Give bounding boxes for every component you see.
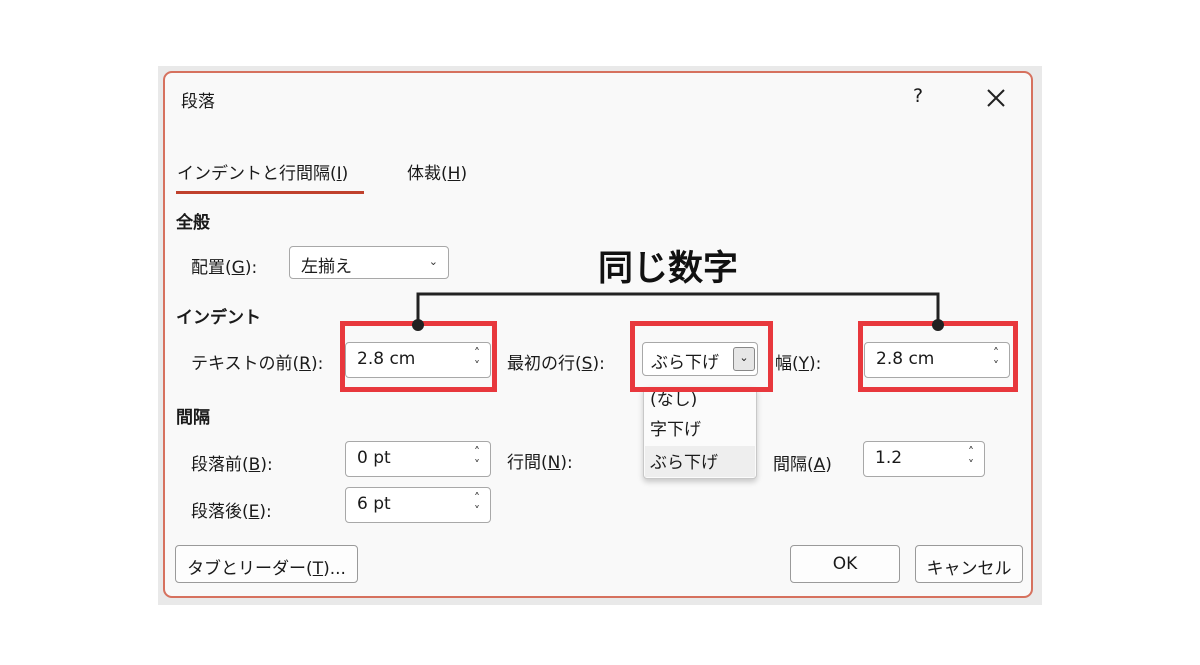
first-line-value: ぶら下げ bbox=[651, 353, 719, 373]
spin-arrows-icon[interactable]: ˄˅ bbox=[474, 445, 480, 472]
first-line-select[interactable]: ぶら下げ ⌄ bbox=[642, 342, 758, 376]
alignment-label: 配置(G): bbox=[191, 258, 258, 278]
active-tab-indicator bbox=[176, 191, 364, 194]
spacing-after-label: 段落後(E): bbox=[191, 502, 272, 522]
spin-arrows-icon[interactable]: ˄˅ bbox=[474, 346, 480, 373]
spin-arrows-icon[interactable]: ˄˅ bbox=[968, 445, 974, 472]
tabs-leader-button[interactable]: タブとリーダー(T)... bbox=[175, 545, 358, 583]
chevron-down-icon: ⌄ bbox=[428, 255, 438, 268]
width-input[interactable]: 2.8 cm ˄˅ bbox=[864, 342, 1010, 378]
spacing-after-input[interactable]: 6 pt ˄˅ bbox=[345, 487, 491, 523]
before-text-value: 2.8 cm bbox=[357, 349, 416, 369]
spacing-before-input[interactable]: 0 pt ˄˅ bbox=[345, 441, 491, 477]
annotation-label: 同じ数字 bbox=[598, 249, 739, 289]
close-icon bbox=[987, 89, 1005, 107]
width-value: 2.8 cm bbox=[876, 349, 935, 369]
dropdown-highlight bbox=[645, 446, 755, 477]
dialog-title: 段落 bbox=[181, 92, 215, 112]
spin-arrows-icon[interactable]: ˄˅ bbox=[993, 346, 999, 373]
interval-label: 間隔(A) bbox=[773, 455, 832, 475]
interval-value: 1.2 bbox=[875, 448, 903, 468]
spin-arrows-icon[interactable]: ˄˅ bbox=[474, 491, 480, 518]
chevron-down-icon[interactable]: ⌄ bbox=[733, 347, 755, 371]
alignment-select[interactable]: 左揃え ⌄ bbox=[289, 246, 449, 279]
dropdown-option-none[interactable]: (なし) bbox=[650, 390, 698, 410]
width-label: 幅(Y): bbox=[775, 354, 822, 374]
general-heading: 全般 bbox=[176, 213, 210, 233]
before-text-input[interactable]: 2.8 cm ˄˅ bbox=[345, 342, 491, 378]
close-button[interactable] bbox=[983, 85, 1009, 111]
tab-indent-spacing[interactable]: インデントと行間隔(I) bbox=[177, 164, 349, 184]
dropdown-option-indent[interactable]: 字下げ bbox=[650, 420, 701, 440]
help-button[interactable]: ? bbox=[913, 85, 924, 107]
indent-heading: インデント bbox=[176, 308, 261, 328]
line-spacing-label: 行間(N): bbox=[507, 453, 573, 473]
interval-input[interactable]: 1.2 ˄˅ bbox=[863, 441, 985, 477]
spacing-after-value: 6 pt bbox=[357, 494, 391, 514]
first-line-label: 最初の行(S): bbox=[507, 354, 605, 374]
spacing-before-label: 段落前(B): bbox=[191, 455, 273, 475]
tab-layout[interactable]: 体裁(H) bbox=[407, 164, 468, 184]
cancel-button[interactable]: キャンセル bbox=[915, 545, 1023, 583]
ok-button[interactable]: OK bbox=[790, 545, 900, 583]
first-line-dropdown: (なし) 字下げ ぶら下げ bbox=[643, 387, 757, 479]
alignment-value: 左揃え bbox=[301, 257, 352, 277]
before-text-label: テキストの前(R): bbox=[191, 354, 324, 374]
highlight-box-first-line bbox=[630, 321, 773, 392]
paragraph-dialog: 段落 ? インデントと行間隔(I) 体裁(H) 全般 配置(G): 左揃え ⌄ … bbox=[163, 71, 1033, 598]
dropdown-option-hanging[interactable]: ぶら下げ bbox=[650, 453, 718, 473]
spacing-before-value: 0 pt bbox=[357, 448, 391, 468]
spacing-heading: 間隔 bbox=[176, 408, 210, 428]
